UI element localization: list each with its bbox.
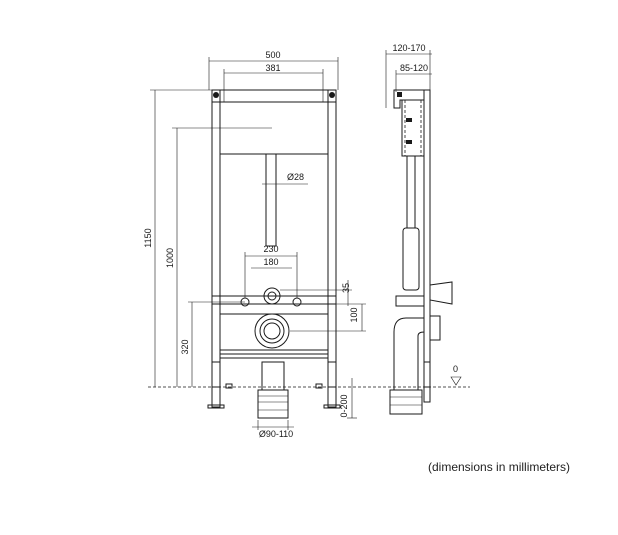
top-right-bolt (329, 92, 335, 98)
side-view: 120-170 85-120 0 (385, 43, 462, 415)
right-foot (327, 361, 337, 408)
dim-35: 35 (341, 283, 351, 293)
dim-1000: 1000 (165, 248, 175, 268)
floor-level-label: 0 (453, 364, 458, 374)
side-back-post (423, 89, 431, 388)
left-floor-bracket (225, 383, 233, 389)
front-view: 500 381 1150 1000 320 Ø28 230 180 35 (143, 50, 470, 439)
side-crossbar (395, 295, 425, 307)
dim-230: 230 (263, 244, 278, 254)
right-post (327, 89, 337, 388)
side-foot (423, 361, 431, 403)
drain-connector (257, 389, 289, 419)
waste-outlet-inner (259, 318, 285, 344)
dim-381: 381 (265, 63, 280, 73)
side-flush-pipe (406, 155, 416, 229)
side-inlet-fitting (429, 281, 453, 305)
dim-depth-inner: 85-120 (400, 63, 428, 73)
waste-outlet-outer (254, 313, 290, 349)
side-flush-bend (402, 227, 420, 291)
dim-outlet-diameter: Ø90-110 (259, 429, 293, 439)
top-left-bolt (213, 92, 219, 98)
side-top-bracket (393, 89, 425, 109)
inlet-fitting-inner (267, 291, 277, 301)
dim-depth-outer: 120-170 (392, 43, 425, 53)
units-caption: (dimensions in millimeters) (428, 460, 571, 474)
dim-180: 180 (263, 257, 278, 267)
side-drain-connector (389, 389, 423, 415)
left-foot (211, 361, 221, 408)
dim-1150: 1150 (143, 228, 153, 247)
dim-adjust-range: 0-200 (339, 394, 349, 417)
right-fixing-bolt (292, 297, 302, 307)
floor-level-icon (450, 376, 462, 386)
side-waste-bend (393, 317, 425, 391)
drain-pipe (261, 361, 285, 391)
left-foot-plate (207, 404, 225, 409)
side-wall-plate (429, 315, 441, 341)
dim-pipe-diameter: Ø28 (287, 172, 304, 182)
right-foot-plate (323, 404, 341, 409)
left-post (211, 89, 221, 388)
waste-outlet-core (263, 322, 281, 340)
top-rail (211, 89, 337, 103)
dim-100: 100 (349, 307, 359, 322)
dim-320: 320 (180, 339, 190, 354)
flush-pipe (265, 153, 277, 247)
right-floor-bracket (315, 383, 323, 389)
dim-500: 500 (265, 50, 280, 60)
inlet-fitting (263, 287, 281, 305)
bottom-rail (219, 349, 329, 359)
